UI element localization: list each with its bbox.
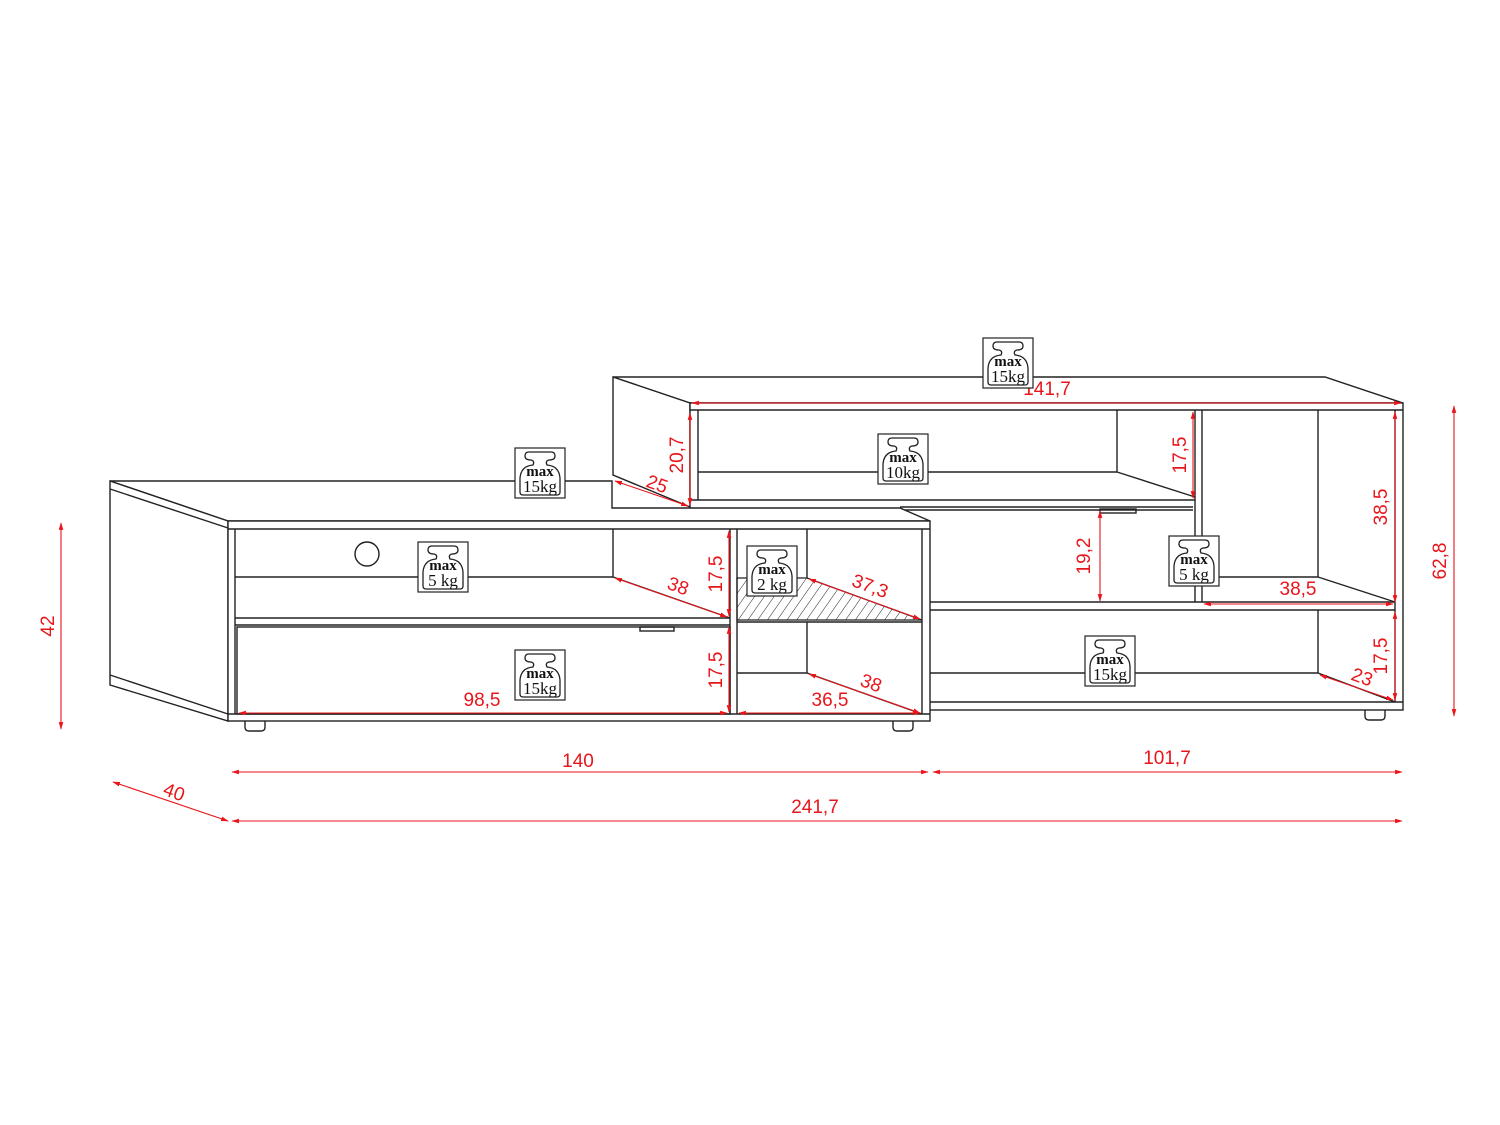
svg-text:5 kg: 5 kg [428, 571, 458, 590]
dim-lower-width: 140 [562, 751, 594, 772]
dim-upper-shelf-height: 17,5 [1170, 437, 1191, 474]
dim-right-compartment-width: 36,5 [812, 690, 849, 711]
dim-total-width: 241,7 [791, 797, 839, 818]
lower-unit [109, 480, 931, 732]
svg-text:max: max [889, 450, 917, 466]
svg-text:15kg: 15kg [991, 367, 1026, 386]
svg-text:2 kg: 2 kg [757, 575, 787, 594]
dimension-lines [58, 400, 1457, 824]
dim-drawer-width: 98,5 [464, 690, 501, 711]
svg-text:max: max [526, 666, 554, 682]
dim-bottom-right-height: 17,5 [1371, 638, 1392, 675]
svg-text:15kg: 15kg [523, 477, 558, 496]
svg-text:max: max [526, 464, 554, 480]
dim-right-shelf-width: 38,5 [1280, 579, 1317, 600]
dim-upper-width: 141,7 [1023, 379, 1071, 400]
svg-text:15kg: 15kg [1093, 665, 1128, 684]
svg-text:max: max [429, 558, 457, 574]
svg-text:max: max [994, 354, 1022, 370]
dim-total-height: 62,8 [1430, 543, 1451, 580]
dim-left-shelf-height: 17,5 [706, 556, 727, 593]
dim-upper-extension-width: 101,7 [1143, 748, 1191, 769]
svg-text:max: max [758, 562, 786, 578]
dim-upper-height: 20,7 [667, 437, 688, 474]
svg-text:5 kg: 5 kg [1179, 565, 1209, 584]
dim-lower-height: 42 [38, 615, 59, 636]
dim-door-height: 19,2 [1074, 538, 1095, 575]
dim-right-column-height: 38,5 [1371, 489, 1392, 526]
dim-depth: 40 [160, 779, 187, 806]
svg-text:10kg: 10kg [886, 463, 921, 482]
svg-text:15kg: 15kg [523, 679, 558, 698]
svg-text:max: max [1096, 652, 1124, 668]
svg-text:max: max [1180, 552, 1208, 568]
dim-drawer-height: 17,5 [706, 652, 727, 689]
